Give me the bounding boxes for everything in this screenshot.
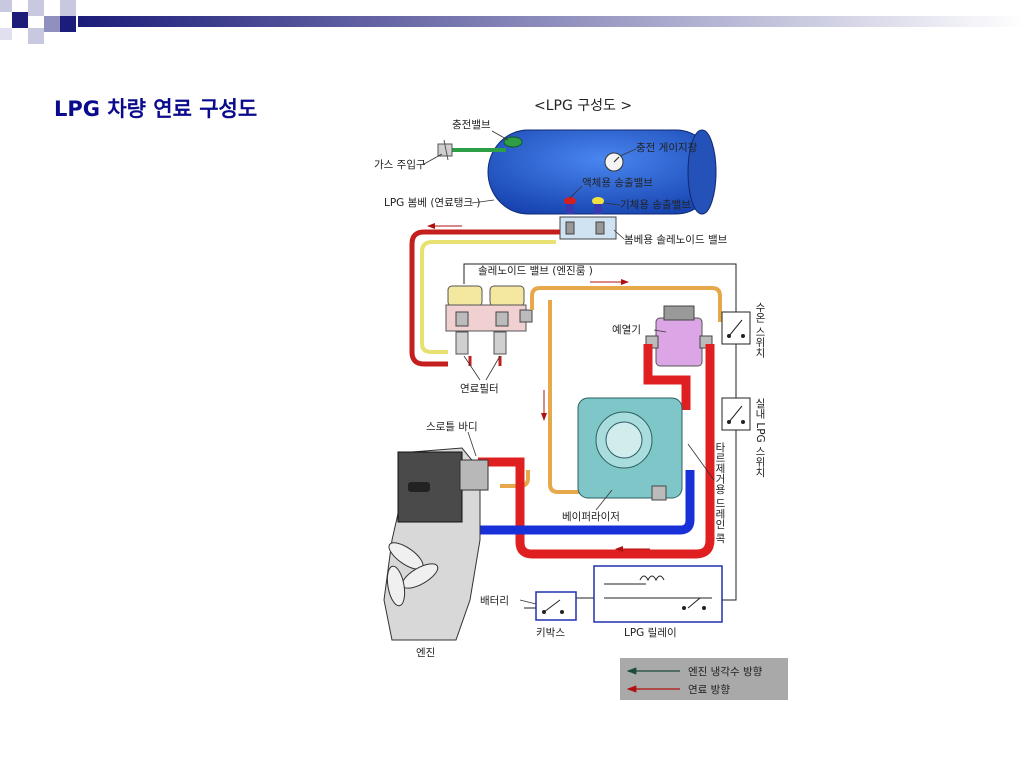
label-key-box: 키박스 <box>536 627 565 639</box>
lpg-relay <box>593 565 723 623</box>
corner-decoration <box>0 0 1024 44</box>
gas-valve-icon <box>592 197 604 214</box>
key-box[interactable] <box>535 591 577 621</box>
legend-coolant-label: 엔진 냉각수 방향 <box>688 666 763 678</box>
indoor-lpg-switch[interactable] <box>721 397 751 431</box>
label-engine: 엔진 <box>416 647 435 659</box>
label-charge-gauge: 충전 게이지창 <box>636 142 698 154</box>
lpg-tank <box>487 129 717 215</box>
label-tar-drain-cock: 타르제거용 드레인 콕 <box>714 442 726 544</box>
label-fuel-filter: 연료필터 <box>460 383 499 395</box>
legend-fuel-label: 연료 방향 <box>688 684 730 696</box>
label-battery: 배터리 <box>480 595 509 607</box>
vaporizer <box>577 397 683 501</box>
liquid-valve-icon <box>564 197 576 214</box>
charge-valve-icon <box>503 136 523 148</box>
temp-switch[interactable] <box>721 311 751 345</box>
label-tank-solenoid: 봄베용 솔레노이드 밸브 <box>624 234 728 246</box>
label-solenoid-engine-room: 솔레노이드 밸브 (엔진룸 ) <box>478 265 593 277</box>
label-preheater: 예열기 <box>612 323 641 336</box>
engine-room-solenoid-valve <box>445 285 533 355</box>
label-gas-valve: 기체용 송출밸브 <box>620 199 691 211</box>
engine <box>383 447 489 641</box>
label-charge-valve: 충전밸브 <box>452 119 491 131</box>
gas-inlet-icon <box>437 139 453 161</box>
diagram-title: <LPG 구성도 > <box>534 98 632 114</box>
label-tank: LPG 봄베 (연료탱크 ) <box>384 197 480 209</box>
label-gas-inlet: 가스 주입구 <box>374 158 426 171</box>
label-lpg-relay: LPG 릴레이 <box>624 626 677 639</box>
tank-solenoid-valve <box>559 216 617 240</box>
label-liquid-valve: 액체용 송출밸브 <box>582 177 653 189</box>
label-indoor-lpg-switch: 실내 LPG 스위치 <box>754 398 766 478</box>
preheater <box>645 305 713 367</box>
legend: 엔진 냉각수 방향 연료 방향 <box>620 658 788 700</box>
page-title: LPG 차량 연료 구성도 <box>54 97 258 121</box>
label-vaporizer: 베이퍼라이저 <box>562 511 620 523</box>
label-temp-switch: 수온 스위치 <box>754 302 766 359</box>
label-throttle-body: 스로틀 바디 <box>426 421 478 433</box>
gauge-icon <box>604 152 624 172</box>
